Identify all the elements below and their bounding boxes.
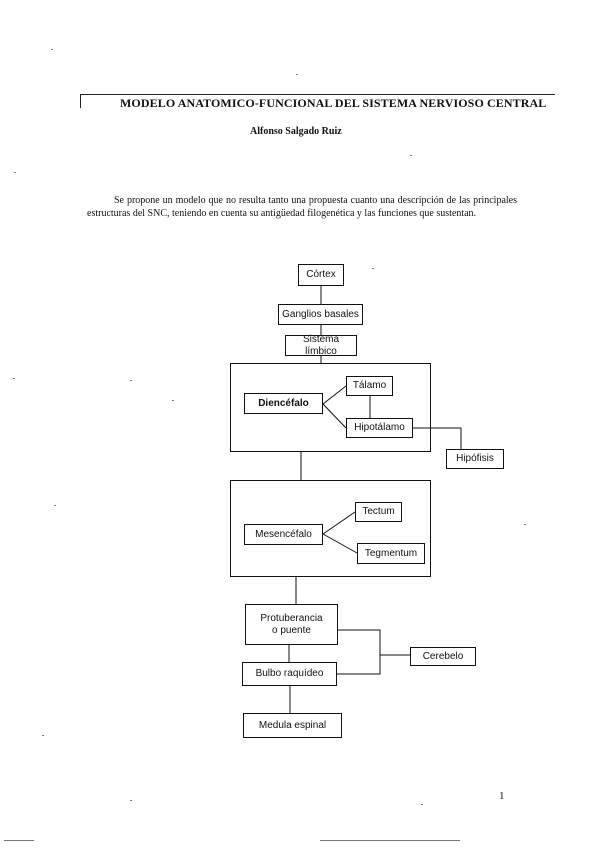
scan-speck xyxy=(421,804,423,805)
scan-speck xyxy=(296,74,298,75)
ganglios-basales-label: Ganglios basales xyxy=(282,308,359,320)
cortex-box: Córtex xyxy=(298,264,344,286)
scan-speck xyxy=(42,735,44,736)
connector-mesencefalo-tegmentum xyxy=(322,533,358,554)
scan-speck xyxy=(410,155,412,156)
scan-speck xyxy=(54,505,56,506)
scan-speck xyxy=(524,524,526,525)
connector-diencefalo-talamo xyxy=(322,385,347,405)
author-name: Alfonso Salgado Ruiz xyxy=(250,126,342,137)
scan-speck xyxy=(320,840,460,841)
scan-speck xyxy=(172,400,174,401)
cerebelo-label: Cerebelo xyxy=(422,650,464,662)
diencefalo-box: Diencéfalo xyxy=(244,393,323,414)
diencefalo-group xyxy=(230,363,431,452)
talamo-label: Tálamo xyxy=(352,380,387,391)
hipofisis-box: Hipófisis xyxy=(446,449,504,469)
scan-speck xyxy=(130,380,132,381)
tectum-box: Tectum xyxy=(355,502,402,522)
connector-hipotalamo-hipofisis xyxy=(413,427,462,449)
page-number: 1 xyxy=(499,790,505,802)
medula-espinal-box: Medula espinal xyxy=(243,713,342,738)
scan-speck xyxy=(372,268,374,269)
cortex-label: Córtex xyxy=(306,269,336,280)
scan-speck xyxy=(51,49,53,50)
title-bracket xyxy=(80,94,81,108)
tegmentum-label: Tegmentum xyxy=(364,547,418,559)
scan-speck xyxy=(4,840,34,841)
protuberancia-label-line1: Protuberancia xyxy=(260,612,323,624)
ganglios-basales-box: Ganglios basales xyxy=(278,304,363,325)
hipofisis-label: Hipófisis xyxy=(456,453,494,464)
scan-speck xyxy=(14,172,16,173)
document-title: MODELO ANATOMICO-FUNCIONAL DEL SISTEMA N… xyxy=(120,96,547,110)
bulbo-raquideo-label: Bulbo raquídeo xyxy=(255,668,324,679)
protuberancia-label-line2: o puente xyxy=(272,624,311,636)
connector-mesencefalo-tectum xyxy=(322,511,356,535)
tectum-label: Tectum xyxy=(362,506,395,517)
mesencefalo-label: Mesencéfalo xyxy=(255,528,312,540)
mesencefalo-group xyxy=(230,480,431,577)
protuberancia-box: Protuberancia o puente xyxy=(245,604,338,645)
scan-speck xyxy=(13,378,15,379)
sistema-limbico-label: Sistema límbico xyxy=(302,333,340,357)
medula-espinal-label: Medula espinal xyxy=(258,719,327,731)
hipotalamo-label: Hipotálamo xyxy=(354,422,405,433)
talamo-box: Tálamo xyxy=(346,376,393,396)
cerebelo-box: Cerebelo xyxy=(410,647,476,666)
scan-speck xyxy=(130,800,132,801)
title-rule xyxy=(80,94,555,95)
bulbo-raquideo-box: Bulbo raquídeo xyxy=(242,662,337,686)
connector-cerebelo-bracket xyxy=(337,629,381,675)
diencefalo-label: Diencéfalo xyxy=(258,397,309,409)
connector-diencefalo-hipotalamo xyxy=(322,403,347,429)
intro-paragraph: Se propone un modelo que no resulta tant… xyxy=(87,195,517,219)
sistema-limbico-box: Sistema límbico xyxy=(285,333,357,357)
tegmentum-box: Tegmentum xyxy=(357,543,425,564)
mesencefalo-box: Mesencéfalo xyxy=(244,524,323,545)
hipotalamo-box: Hipotálamo xyxy=(346,418,413,438)
